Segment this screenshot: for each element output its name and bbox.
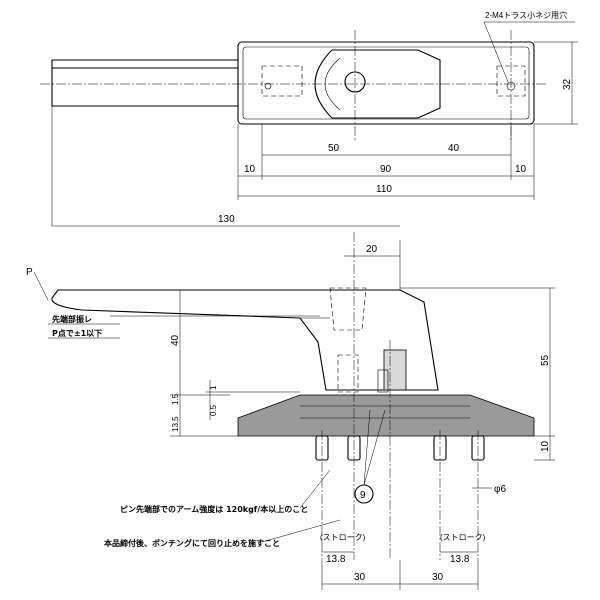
dim-40: 40 (448, 143, 460, 154)
side-small-block (377, 369, 389, 393)
top-handle-arm (51, 59, 238, 107)
balloon-leader-2 (363, 409, 386, 486)
side-view: 20 55 10 40 13.5 1.5 0.5 1 P 先端部振レ P点で±1… (26, 232, 555, 590)
top-left-hole (264, 82, 272, 90)
dim-32: 32 (562, 78, 573, 90)
dim-phi6: φ6 (494, 484, 506, 495)
dim-30-left: 30 (354, 572, 366, 583)
point-p-leader (33, 271, 49, 301)
arm-strength-leader (299, 469, 331, 509)
tip-note-2: P点で±1以下 (52, 328, 102, 338)
dim-20: 20 (366, 244, 378, 255)
dim-10-right-side: 10 (540, 440, 551, 452)
top-cam-body (314, 49, 441, 119)
dim-55: 55 (540, 354, 551, 366)
side-hub-shaft (337, 354, 359, 393)
screw-leader-diag (483, 21, 509, 83)
dim-10-right: 10 (515, 164, 527, 175)
point-p-label: P (26, 267, 33, 278)
arm-strength-note: ピン先端部でのアーム強度は 120kgf/本以上のこと (120, 504, 308, 514)
side-handle-lever (51, 289, 439, 391)
dim-1: 1 (209, 385, 218, 390)
top-left-slot (261, 65, 303, 97)
dim-0-5: 0.5 (209, 404, 218, 416)
dim-50: 50 (328, 143, 340, 154)
tip-note-1: 先端部振レ (52, 314, 92, 324)
stroke-label-left: (ストローク) (320, 533, 366, 542)
stroke-left-value: 13.8 (326, 554, 346, 565)
top-base-plate (237, 41, 535, 125)
balloon-leader-1 (363, 409, 371, 486)
screw-holes-label: 2-M4トラス小ネジ用穴 (485, 10, 567, 20)
dim-1-5: 1.5 (171, 393, 180, 405)
stroke-label-right: (ストローク) (440, 533, 486, 542)
dim-130: 130 (218, 214, 235, 225)
dim-10-left: 10 (244, 164, 256, 175)
balloon-9-text: 9 (360, 490, 366, 501)
dim-110: 110 (376, 184, 392, 195)
top-base-inner (242, 46, 530, 120)
caulking-note: 本品締付後、ポンチングにて回り止めを施すこと (103, 538, 280, 548)
top-view: 2-M4トラス小ネジ用穴 32 50 40 10 90 10 110 130 (40, 10, 578, 227)
dim-13-5: 13.5 (171, 416, 180, 432)
dim-30-right: 30 (432, 572, 444, 583)
side-hub-top (329, 287, 367, 331)
stroke-right-value: 13.8 (450, 554, 470, 565)
dim-90: 90 (380, 164, 392, 175)
caulking-leader (261, 519, 341, 543)
side-base-plate (237, 394, 535, 437)
dim-40-side: 40 (170, 334, 181, 346)
